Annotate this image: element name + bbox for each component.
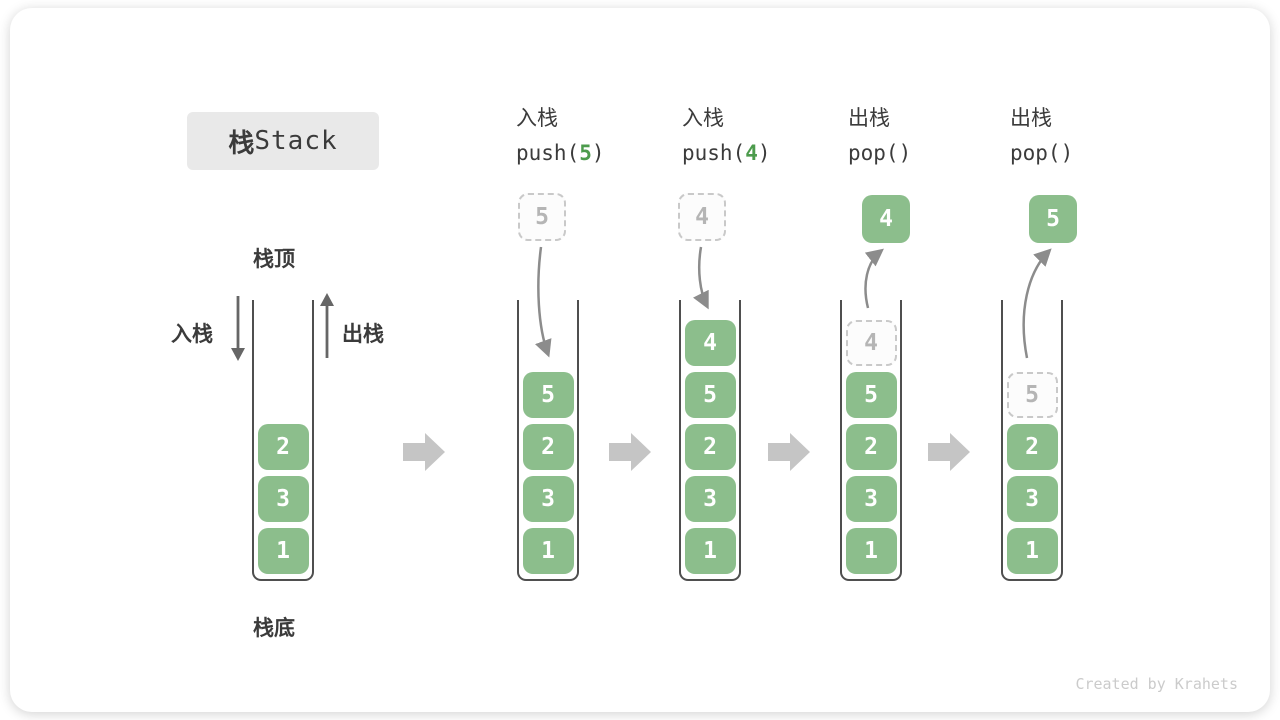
operation-code: pop() xyxy=(848,141,911,165)
operation-code: pop() xyxy=(1010,141,1073,165)
stack-block: 2 xyxy=(1006,424,1058,470)
stack-block: 1 xyxy=(1006,528,1058,574)
stack-block: 5 xyxy=(845,372,897,418)
operation-label: 出栈 xyxy=(1010,107,1052,130)
diagram-title: 栈 Stack xyxy=(187,112,379,170)
stack-block: 1 xyxy=(845,528,897,574)
floating-ghost-block: 4 xyxy=(678,193,726,241)
stack-block: 2 xyxy=(257,424,309,470)
title-zh: 栈 xyxy=(228,127,255,158)
operation-code: push(5) xyxy=(516,141,605,165)
stack-block: 2 xyxy=(845,424,897,470)
ghost-block: 5 xyxy=(1006,372,1058,418)
code-fn: pop( xyxy=(848,141,899,165)
stack-block: 2 xyxy=(522,424,574,470)
stack-block: 3 xyxy=(522,476,574,522)
floating-ghost-block: 5 xyxy=(518,193,566,241)
code-fn: push( xyxy=(682,141,746,165)
label-push-in: 入栈 xyxy=(171,323,213,346)
stack-block: 3 xyxy=(684,476,736,522)
code-arg: 5 xyxy=(579,141,592,165)
ghost-block: 4 xyxy=(845,320,897,366)
title-en: Stack xyxy=(254,126,338,156)
operation-pop-2: 出栈 pop() xyxy=(1010,106,1073,165)
code-close: ) xyxy=(1060,141,1074,165)
label-stack-bottom: 栈底 xyxy=(253,617,295,640)
stack-block: 3 xyxy=(845,476,897,522)
operation-label: 入栈 xyxy=(682,107,724,130)
stack-block: 3 xyxy=(1006,476,1058,522)
code-close: ) xyxy=(757,141,771,165)
watermark: Created by Krahets xyxy=(1075,675,1238,693)
stack-block: 5 xyxy=(522,372,574,418)
operation-code: push(4) xyxy=(682,141,771,165)
operation-push-5: 入栈 push(5) xyxy=(516,106,605,165)
stack-block: 1 xyxy=(257,528,309,574)
stack-block: 2 xyxy=(684,424,736,470)
stack-block: 5 xyxy=(684,372,736,418)
code-close: ) xyxy=(898,141,912,165)
operation-pop-1: 出栈 pop() xyxy=(848,106,911,165)
operation-label: 入栈 xyxy=(516,107,558,130)
operation-label: 出栈 xyxy=(848,107,890,130)
floating-popped-block: 5 xyxy=(1029,195,1077,243)
floating-popped-block: 4 xyxy=(862,195,910,243)
label-pop-out: 出栈 xyxy=(342,323,384,346)
code-fn: pop( xyxy=(1010,141,1061,165)
stack-block: 4 xyxy=(684,320,736,366)
stack-block: 1 xyxy=(684,528,736,574)
stack-block: 3 xyxy=(257,476,309,522)
operation-push-4: 入栈 push(4) xyxy=(682,106,771,165)
label-stack-top: 栈顶 xyxy=(253,248,295,271)
code-arg: 4 xyxy=(745,141,758,165)
code-fn: push( xyxy=(516,141,580,165)
stack-block: 1 xyxy=(522,528,574,574)
code-close: ) xyxy=(591,141,605,165)
